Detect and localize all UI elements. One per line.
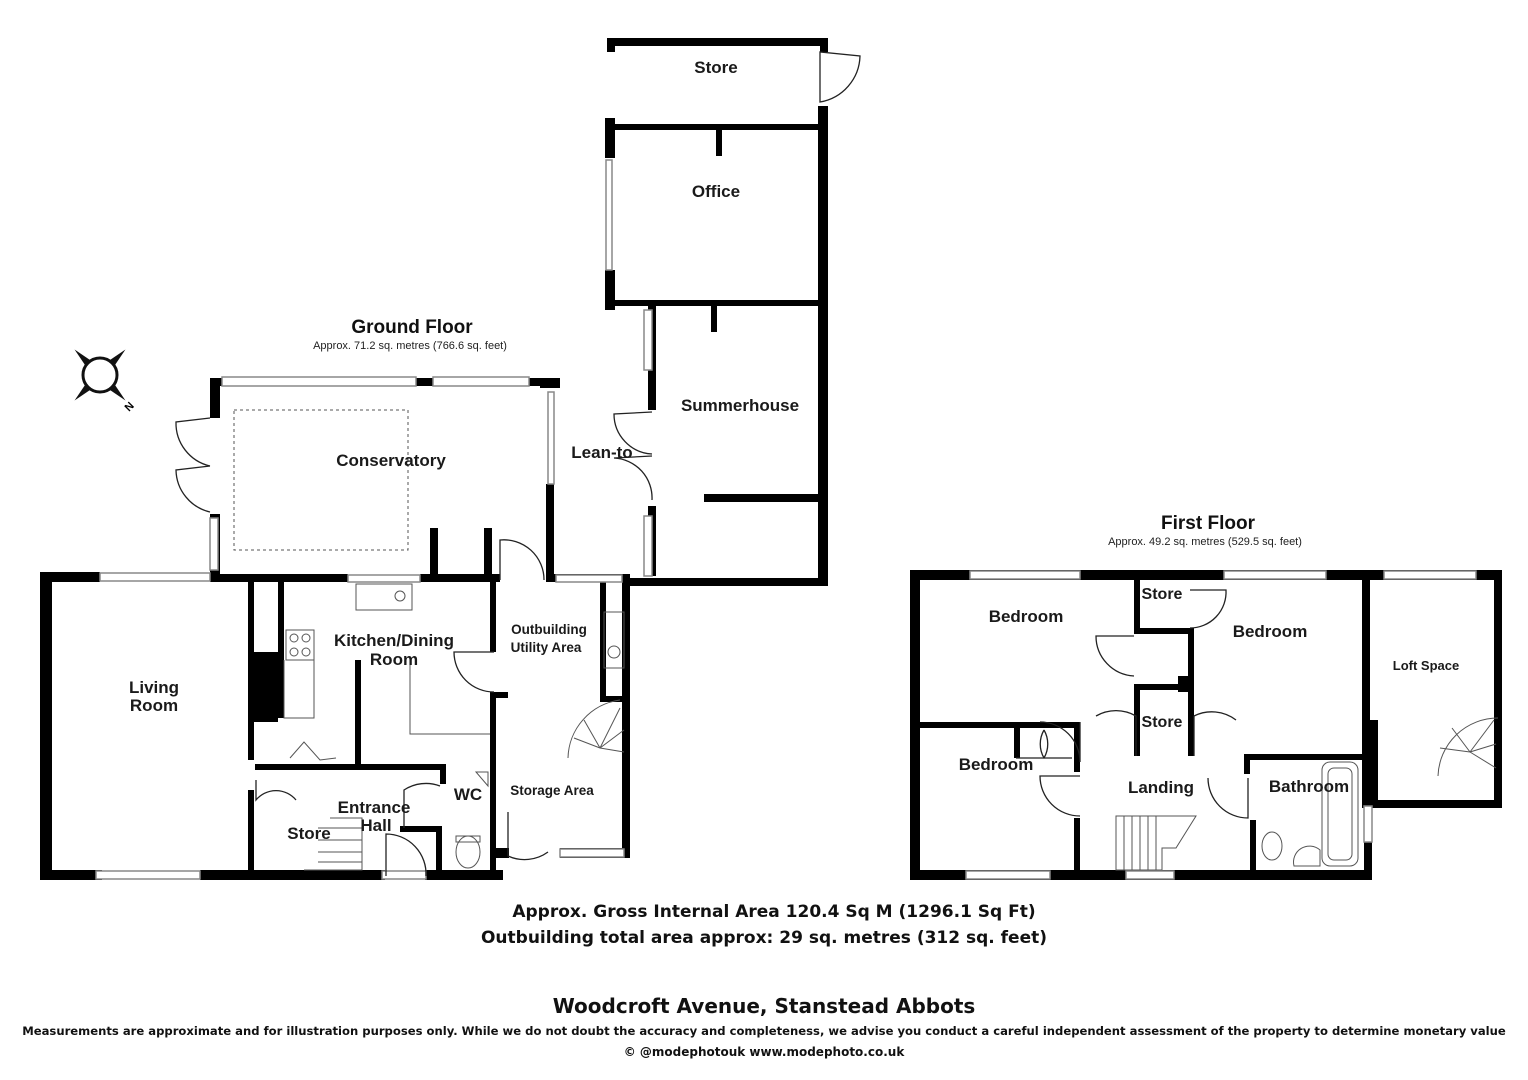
- room-label-living-line1: Living: [129, 678, 179, 697]
- room-label-bedroom-3: Bedroom: [959, 755, 1034, 774]
- room-label-loft-space: Loft Space: [1393, 658, 1459, 673]
- first-floor-fixtures: [1115, 717, 1499, 871]
- gross-internal-area: Approx. Gross Internal Area 120.4 Sq M (…: [512, 902, 1036, 922]
- first-floor-windows: [965, 570, 1477, 880]
- room-label-entrance-line2: Hall: [360, 816, 391, 835]
- hob-icon: [285, 629, 315, 661]
- ground-floor-fixtures: [233, 409, 625, 871]
- basin-icon: [1293, 845, 1321, 867]
- room-label-living-line2: Room: [130, 696, 178, 715]
- ground-floor-area: Approx. 71.2 sq. metres (766.6 sq. feet): [313, 340, 507, 352]
- room-label-utility-line2: Utility Area: [511, 640, 582, 655]
- room-label-store-hall: Store: [287, 824, 330, 843]
- room-label-store-upper-2: Store: [1142, 714, 1183, 731]
- ground-floor-title: Ground Floor: [351, 317, 473, 338]
- outbuilding-area: Outbuilding total area approx: 29 sq. me…: [480, 928, 1048, 948]
- room-label-storage-area: Storage Area: [510, 783, 594, 798]
- spiral-stair-icon: [567, 699, 621, 759]
- first-floor-doors: [1016, 589, 1249, 819]
- room-label-lean-to: Lean-to: [571, 443, 632, 462]
- room-label-kitchen-line1: Kitchen/Dining: [334, 631, 454, 650]
- room-label-entrance-line1: Entrance: [338, 798, 411, 817]
- room-label-store-upper-1: Store: [1142, 586, 1183, 603]
- ground-floor-room-labels: Store Office Summerhouse Lean-to Conserv…: [129, 58, 799, 843]
- copyright-text: © @modephotouk www.modephoto.co.uk: [623, 1045, 905, 1059]
- room-label-conservatory: Conservatory: [336, 451, 446, 470]
- compass-icon: [74, 349, 126, 401]
- first-floor-room-labels: Bedroom Store Bedroom Loft Space Store B…: [959, 586, 1460, 797]
- kitchen-sink-icon: [355, 583, 413, 611]
- first-floor-title: First Floor: [1161, 513, 1256, 534]
- room-label-bedroom-1: Bedroom: [989, 607, 1064, 626]
- staircase-icon: [1115, 815, 1197, 871]
- room-label-utility-line1: Outbuilding: [511, 622, 587, 637]
- utility-sink-icon: [603, 611, 625, 669]
- toilet-icon-upstairs: [1261, 831, 1283, 861]
- room-label-wc: WC: [454, 785, 482, 804]
- room-label-summerhouse: Summerhouse: [681, 396, 799, 415]
- bath-icon: [1321, 761, 1359, 867]
- ground-floor-doors: [175, 51, 861, 877]
- loft-spiral-stair-icon: [1437, 717, 1499, 777]
- ground-floor-windows: [95, 159, 653, 880]
- room-label-landing: Landing: [1128, 778, 1194, 797]
- room-label-bathroom: Bathroom: [1269, 777, 1349, 796]
- compass-north-label: N: [123, 400, 137, 414]
- conservatory-roof-outline: [233, 409, 409, 551]
- toilet-icon: [455, 835, 481, 869]
- property-address: Woodcroft Avenue, Stanstead Abbots: [552, 994, 976, 1018]
- first-floor-area: Approx. 49.2 sq. metres (529.5 sq. feet): [1108, 536, 1302, 548]
- room-label-bedroom-2: Bedroom: [1233, 622, 1308, 641]
- disclaimer-text: Measurements are approximate and for ill…: [22, 1024, 1506, 1038]
- room-label-kitchen-line2: Room: [370, 650, 418, 669]
- room-label-office: Office: [692, 182, 740, 201]
- room-label-store-outbuilding: Store: [694, 58, 737, 77]
